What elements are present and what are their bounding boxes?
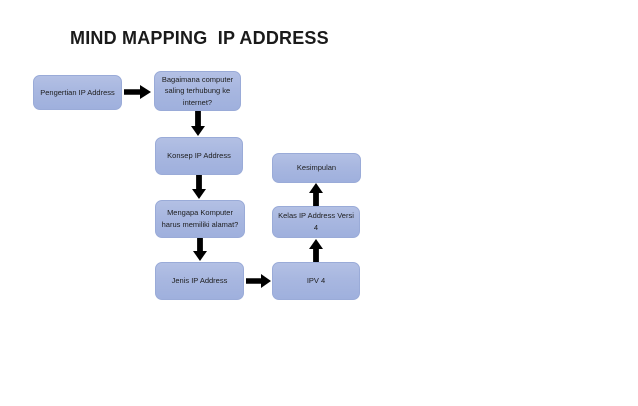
arrow-kelas-to-kesimpulan xyxy=(308,183,324,207)
node-label: IPV 4 xyxy=(306,276,326,286)
node-ipv4[interactable]: IPV 4 xyxy=(272,262,360,300)
arrow-pengertian-to-bagaimana xyxy=(124,84,152,100)
page-title: MIND MAPPING IP ADDRESS xyxy=(70,28,329,48)
node-label: Jenis IP Address xyxy=(171,276,228,286)
node-label: Mengapa Komputer harus memiliki alamat? xyxy=(161,208,239,229)
node-kelas-ip-address-versi-4[interactable]: Kelas IP Address Versi 4 xyxy=(272,206,360,238)
node-jenis-ip-address[interactable]: Jenis IP Address xyxy=(155,262,244,300)
node-label: Kelas IP Address Versi 4 xyxy=(278,211,354,232)
node-konsep-ip-address[interactable]: Konsep IP Address xyxy=(155,137,243,175)
arrow-konsep-to-mengapa xyxy=(191,175,207,200)
arrow-jenis-to-ipv4 xyxy=(246,273,272,289)
node-label: Bagaimana computer saling terhubung ke i… xyxy=(161,74,234,107)
node-label: Pengertian IP Address xyxy=(40,87,115,97)
node-label: Kesimpulan xyxy=(296,163,337,173)
node-bagaimana-computer[interactable]: Bagaimana computer saling terhubung ke i… xyxy=(154,71,241,111)
node-pengertian-ip-address[interactable]: Pengertian IP Address xyxy=(33,75,122,110)
arrow-mengapa-to-jenis xyxy=(192,238,208,262)
node-mengapa-komputer[interactable]: Mengapa Komputer harus memiliki alamat? xyxy=(155,200,245,238)
node-kesimpulan[interactable]: Kesimpulan xyxy=(272,153,361,183)
arrow-ipv4-to-kelas xyxy=(308,239,324,263)
node-label: Konsep IP Address xyxy=(167,151,231,161)
arrow-bagaimana-to-konsep xyxy=(190,111,206,137)
